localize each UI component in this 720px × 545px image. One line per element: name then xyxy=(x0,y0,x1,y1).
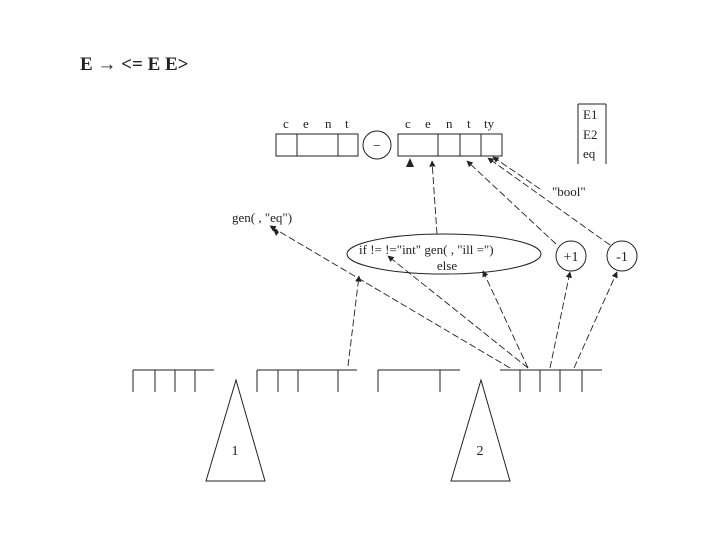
bool-label: "bool" xyxy=(552,184,586,199)
left-field-e: e xyxy=(303,116,309,131)
left-record-box xyxy=(275,133,359,157)
if-node-condition: if != !="int" gen( , "ill =") xyxy=(359,242,494,257)
arrow-bool-to-ty xyxy=(492,156,541,190)
right-field-c: c xyxy=(405,116,411,131)
left-field-c: c xyxy=(283,116,289,131)
right-attribute-record: c e n t ty xyxy=(397,116,503,157)
left-field-t: t xyxy=(345,116,349,131)
stack-box: E1 E2 eq xyxy=(577,103,607,164)
plus-one-node: +1 xyxy=(555,240,587,272)
gen-eq-label: gen( , "eq") xyxy=(232,210,292,225)
minus-one-node: -1 xyxy=(606,240,638,272)
if-node: if != !="int" gen( , "ill =") else xyxy=(346,233,542,275)
plus-one-label: +1 xyxy=(564,250,579,265)
right-field-e: e xyxy=(425,116,431,131)
minus-one-label: -1 xyxy=(616,250,628,265)
subtree-1-label: 1 xyxy=(232,444,239,459)
subtree-2: 2 xyxy=(450,378,511,482)
arrow-to-minus-one xyxy=(573,271,618,369)
arrow-minus-one-to-record xyxy=(487,157,611,246)
bottom-record-4 xyxy=(500,369,602,392)
arrow-to-if-left xyxy=(387,255,529,369)
arrow-to-plus-one xyxy=(549,271,572,369)
left-field-n: n xyxy=(325,116,332,131)
arrowhead xyxy=(272,226,279,236)
arrow-to-if-right xyxy=(482,270,529,369)
stack-item-eq: eq xyxy=(583,146,596,161)
dependency-arrows xyxy=(269,156,618,369)
stack-item-e1: E1 xyxy=(583,107,597,122)
stack-item-e2: E2 xyxy=(583,127,597,142)
bottom-record-3 xyxy=(377,369,460,392)
production-title: E → <= E E> xyxy=(80,54,189,75)
bottom-record-1 xyxy=(132,369,214,392)
arrow-plus-one-to-record xyxy=(466,160,557,245)
arrow-if-to-record xyxy=(429,160,438,235)
right-field-t: t xyxy=(467,116,471,131)
left-attribute-record: c e n t xyxy=(275,116,359,157)
right-field-n: n xyxy=(446,116,453,131)
right-field-ty: ty xyxy=(484,116,495,131)
subtree-2-label: 2 xyxy=(477,444,484,459)
record-arrowheads xyxy=(272,158,414,236)
arrow-to-gen-eq xyxy=(269,225,511,369)
arrow-record2-to-if xyxy=(347,275,362,367)
bottom-record-2 xyxy=(256,369,357,392)
arrowhead xyxy=(406,158,414,167)
minus-node-label: − xyxy=(373,139,381,154)
minus-node: − xyxy=(362,130,392,160)
right-record-box xyxy=(397,133,503,157)
if-node-else: else xyxy=(437,258,457,273)
subtree-1: 1 xyxy=(205,378,266,482)
